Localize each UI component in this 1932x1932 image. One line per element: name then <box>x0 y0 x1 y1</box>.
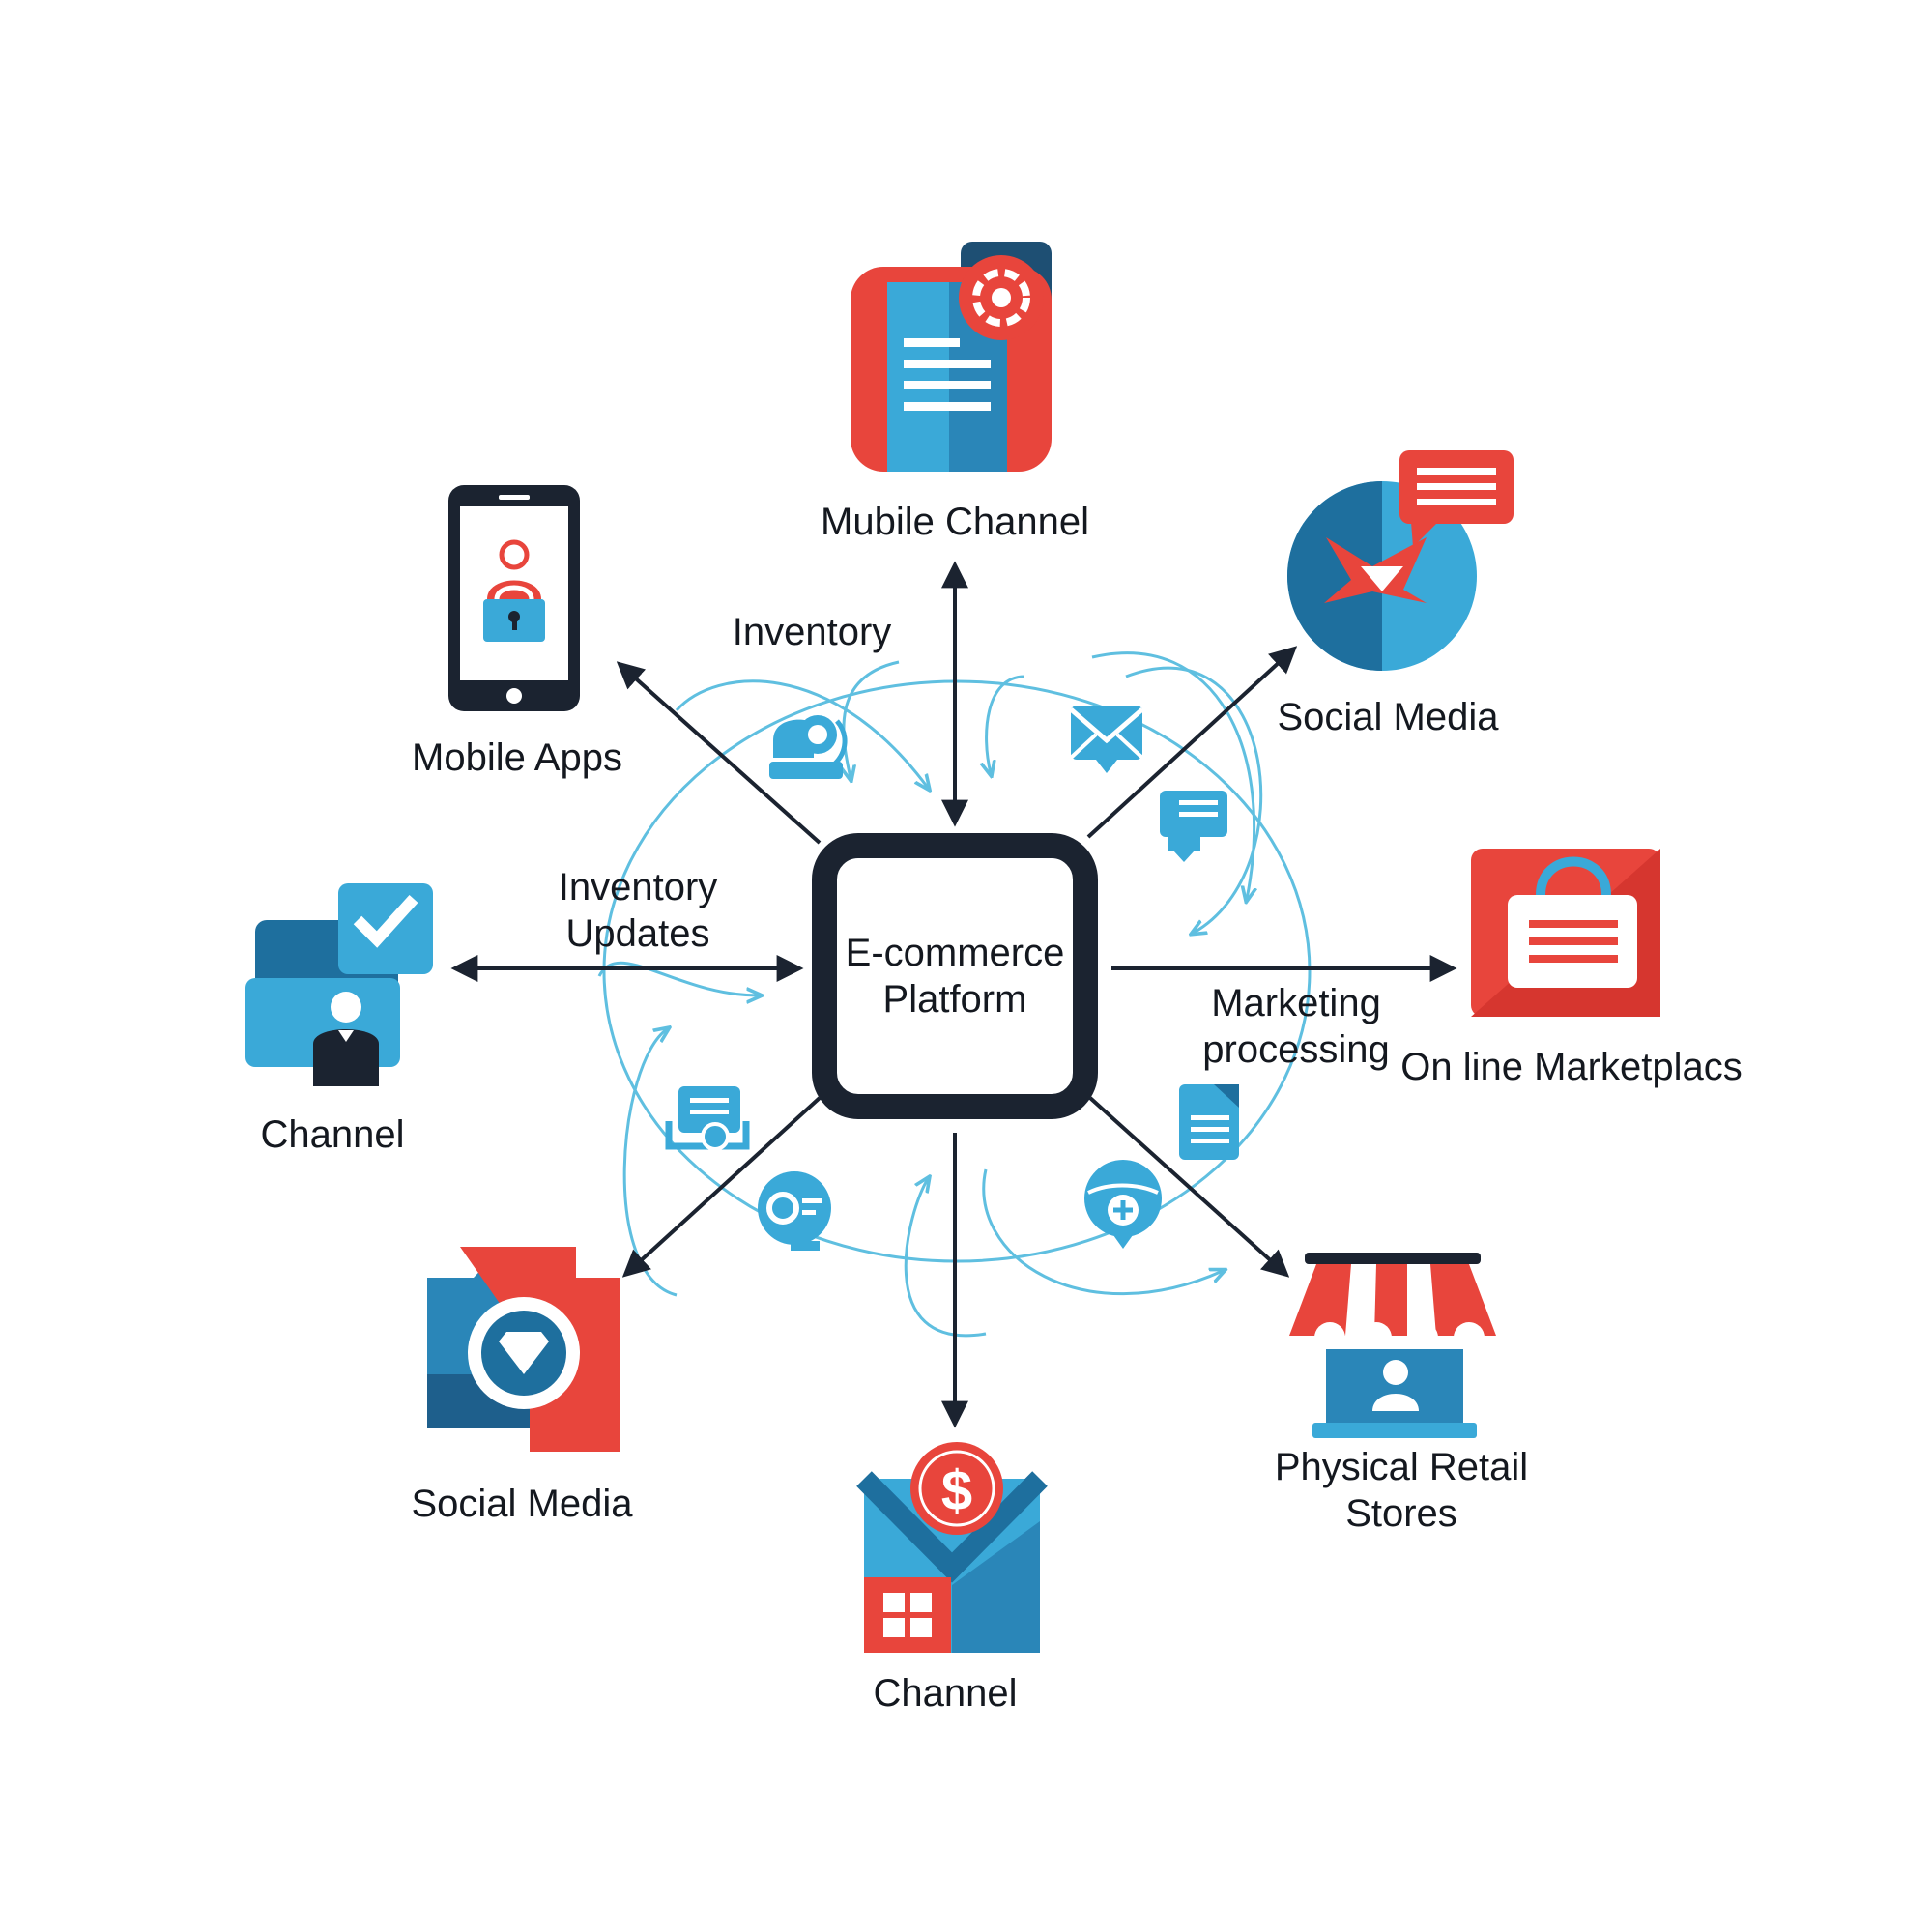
globe-chat-icon <box>1287 450 1514 671</box>
flow-label-inventory-updates-line-1: Inventory <box>558 866 718 908</box>
flow-curve-4 <box>1091 651 1254 899</box>
flow-curve-1 <box>675 679 928 788</box>
flow-label-inventory-updates: Inventory Updates <box>541 864 735 957</box>
flow-label-inventory-updates-line-2: Updates <box>565 912 710 955</box>
flow-curve-3 <box>987 675 1025 773</box>
arrow-top-right <box>1086 646 1298 839</box>
flow-label-marketing-line-1: Marketing <box>1211 982 1381 1024</box>
chat-icon <box>1160 791 1227 862</box>
headset-icon <box>769 715 848 779</box>
flow-curve-2 <box>844 660 900 778</box>
svg-text:$: $ <box>941 1459 972 1522</box>
globe-plus-icon <box>1084 1160 1162 1249</box>
spoke-arrows <box>450 561 1457 1428</box>
receipt-icon <box>665 1086 750 1151</box>
flow-curve-5 <box>1125 666 1263 933</box>
user-check-icon <box>245 883 433 1086</box>
flow-label-marketing-line-2: processing <box>1202 1028 1390 1071</box>
center-line-1: E-commerce <box>845 932 1065 974</box>
node-label-social-top: Social Media <box>1277 696 1499 738</box>
envelope-icon <box>1069 706 1144 773</box>
arrow-bottom-left <box>621 1096 822 1278</box>
arrow-bottom-right <box>1088 1096 1290 1278</box>
node-label-retail-line-1: Physical Retail <box>1274 1446 1529 1488</box>
document-target-icon <box>851 242 1052 472</box>
gear-chat-icon <box>758 1171 831 1251</box>
center-platform-label: E-commerce Platform <box>846 930 1065 1023</box>
money-mail-icon: $ <box>856 1442 1048 1653</box>
node-label-top: Mubile Channel <box>821 501 1089 543</box>
center-line-2: Platform <box>882 978 1027 1021</box>
flow-curve-7 <box>622 1029 678 1297</box>
diamond-badge-icon <box>427 1247 620 1452</box>
node-label-channel-bottom: Channel <box>873 1672 1018 1715</box>
node-label-mobile-apps: Mobile Apps <box>412 736 622 779</box>
node-label-channel-left: Channel <box>260 1113 405 1156</box>
shopping-bag-icon <box>1471 849 1660 1017</box>
document-icon <box>1179 1084 1239 1160</box>
center-platform-box: E-commerce Platform <box>812 833 1098 1119</box>
arrow-top-left <box>616 661 822 845</box>
node-label-social-bottom: Social Media <box>411 1483 633 1525</box>
node-label-retail-line-2: Stores <box>1345 1492 1457 1535</box>
smartphone-lock-icon <box>448 485 580 711</box>
node-label-marketplace: On line Marketplacs <box>1400 1046 1743 1088</box>
flow-curve-9 <box>982 1168 1223 1296</box>
flow-label-inventory: Inventory <box>732 611 892 653</box>
node-label-retail: Physical Retail Stores <box>1256 1444 1546 1537</box>
flow-label-marketing: Marketing processing <box>1185 980 1407 1073</box>
flow-curve-8 <box>904 1179 987 1338</box>
storefront-icon <box>1289 1253 1496 1438</box>
